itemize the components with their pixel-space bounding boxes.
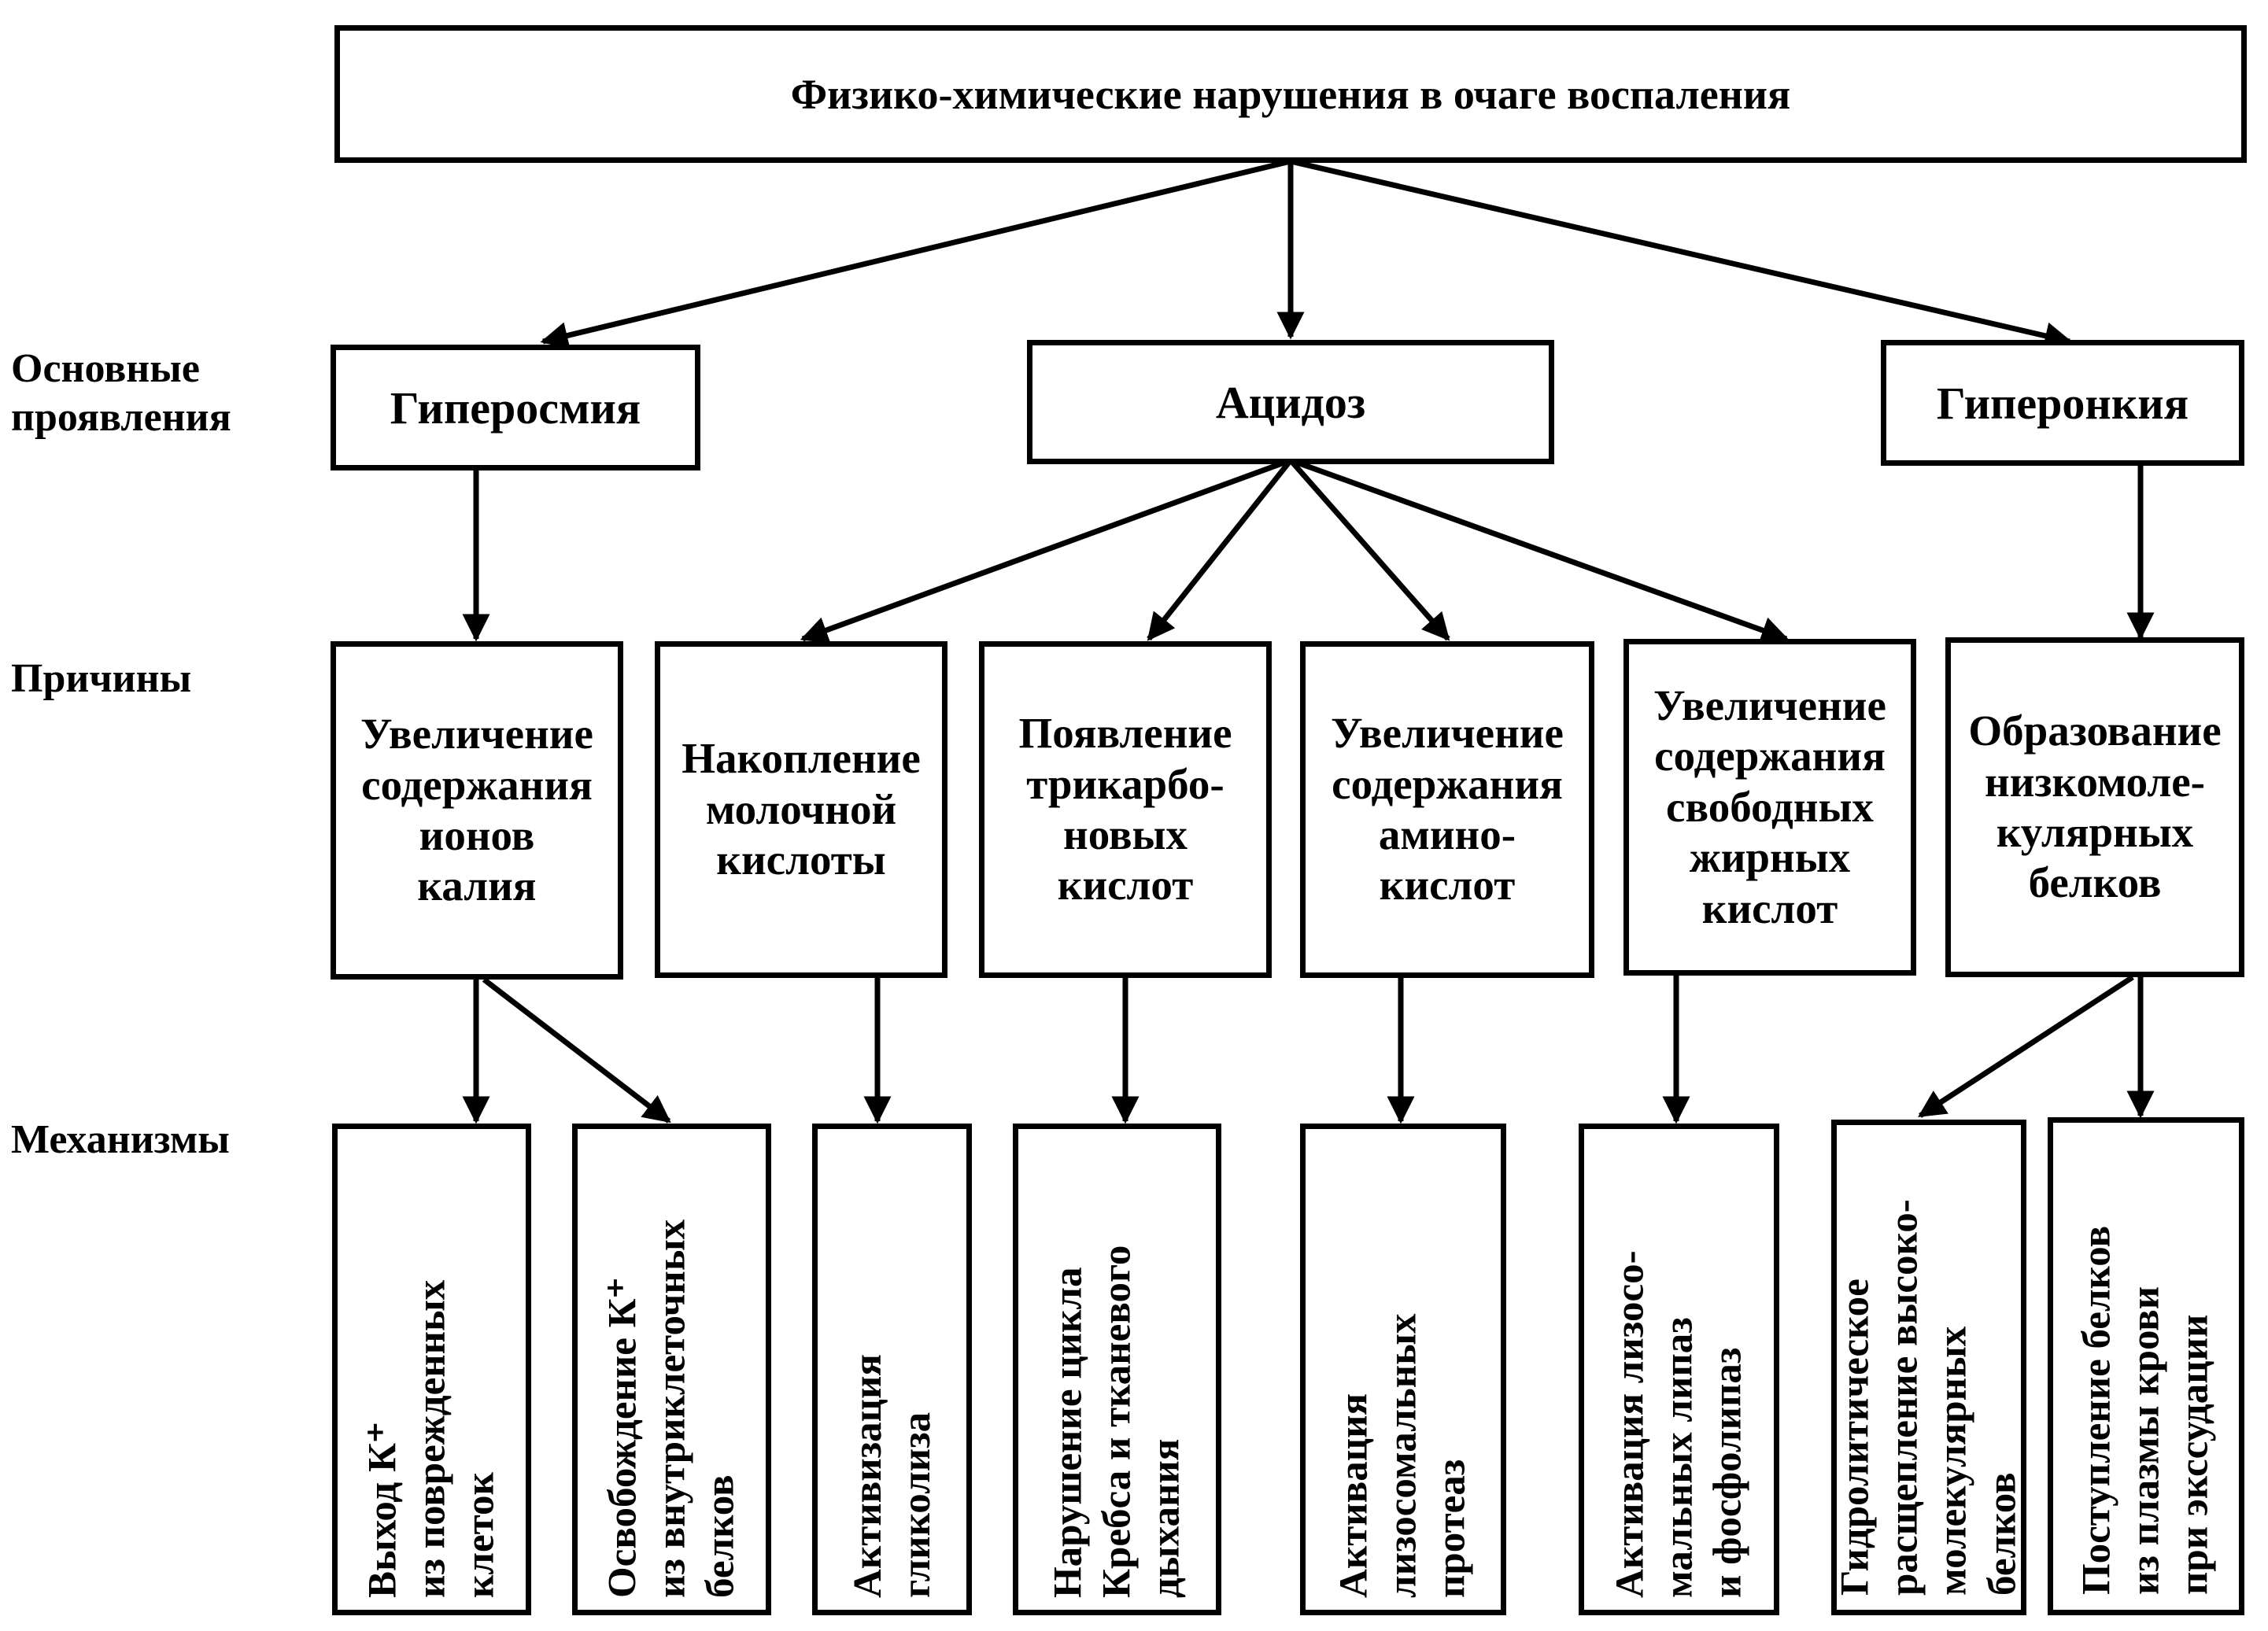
mechanism-lysosomal-lipases: Активация лизосо- мальных липаз и фосфол…: [1579, 1124, 1779, 1615]
manifestation-label: Гиперосмия: [390, 382, 641, 434]
mechanism-plasma-protein-influx: Поступление белков из плазмы крови при э…: [2048, 1117, 2244, 1615]
cause-free-fatty-acids: Увеличение содержания свободных жирных к…: [1623, 639, 1916, 976]
cause-low-molecular-proteins: Образование низкомоле- кулярных белков: [1945, 637, 2244, 977]
mechanism-label: Поступление белков из плазмы крови при э…: [2074, 1225, 2218, 1595]
manifestation-hyperosmia: Гиперосмия: [331, 345, 700, 470]
cause-label: Накопление молочной кислоты: [682, 734, 921, 884]
arrow-acidosis-to-cause-5: [1289, 457, 1790, 644]
manifestation-hyperonkia: Гиперонкия: [1881, 340, 2244, 466]
arrow-cause-6-to-mech-7: [1918, 975, 2134, 1118]
cause-label: Увеличение содержания свободных жирных к…: [1653, 681, 1886, 932]
cause-label: Увеличение содержания амино- кислот: [1331, 709, 1564, 910]
row-label-causes: Причины: [11, 656, 192, 701]
title-text: Физико-химические нарушения в очаге восп…: [790, 70, 1791, 118]
arrow-acidosis-to-cause-3: [1147, 458, 1293, 641]
arrow-acidosis-to-cause-2: [800, 457, 1292, 644]
row-label-mechanisms: Механизмы: [11, 1117, 230, 1162]
arrow-acidosis-to-cause-4: [1288, 458, 1450, 641]
mechanism-glycolysis: Активизация гликолиза: [812, 1124, 972, 1615]
cause-lactic-acid: Накопление молочной кислоты: [655, 641, 947, 978]
cause-label: Увеличение содержания ионов калия: [360, 710, 593, 910]
mechanism-label: Выход К⁺ из поврежденных клеток: [360, 1279, 503, 1598]
row-label-manifestations: Основные проявления: [11, 346, 231, 441]
mechanism-lysosomal-proteases: Активация лизосомальных протеаз: [1300, 1124, 1506, 1615]
title-box: Физико-химические нарушения в очаге восп…: [334, 25, 2247, 163]
mechanism-krebs-disruption: Нарушение цикла Кребса и тканевого дыхан…: [1013, 1124, 1221, 1615]
cause-potassium-ions: Увеличение содержания ионов калия: [331, 641, 623, 980]
arrow-title-to-hyperonkia: [1290, 158, 2073, 349]
arrow-title-to-hyperosmia: [540, 158, 1291, 349]
mechanism-protein-hydrolysis: Гидролитическое расщепление высоко- моле…: [1831, 1120, 2026, 1615]
mechanism-label: Освобождение К⁺ из внутриклеточных белко…: [600, 1219, 743, 1598]
manifestation-label: Гиперонкия: [1936, 377, 2189, 429]
cause-label: Образование низкомоле- кулярных белков: [1968, 707, 2222, 907]
mechanism-label: Активация лизосо- мальных липаз и фосфол…: [1608, 1249, 1750, 1598]
mechanism-label: Гидролитическое расщепление высоко- моле…: [1833, 1199, 2025, 1596]
arrow-cause-1-to-mech-2: [482, 977, 671, 1124]
mechanism-label: Активация лизосомальных протеаз: [1332, 1313, 1475, 1598]
mechanism-label: Активизация гликолиза: [845, 1353, 939, 1598]
manifestation-acidosis: Ацидоз: [1027, 340, 1554, 464]
cause-tricarboxylic-acids: Появление трикарбо- новых кислот: [979, 641, 1272, 978]
manifestation-label: Ацидоз: [1215, 376, 1366, 428]
mechanism-k-exit: Выход К⁺ из поврежденных клеток: [332, 1124, 531, 1615]
mechanism-k-release: Освобождение К⁺ из внутриклеточных белко…: [572, 1124, 771, 1615]
mechanism-label: Нарушение цикла Кребса и тканевого дыхан…: [1046, 1245, 1188, 1598]
cause-label: Появление трикарбо- новых кислот: [1018, 709, 1232, 910]
cause-amino-acids: Увеличение содержания амино- кислот: [1300, 641, 1594, 978]
